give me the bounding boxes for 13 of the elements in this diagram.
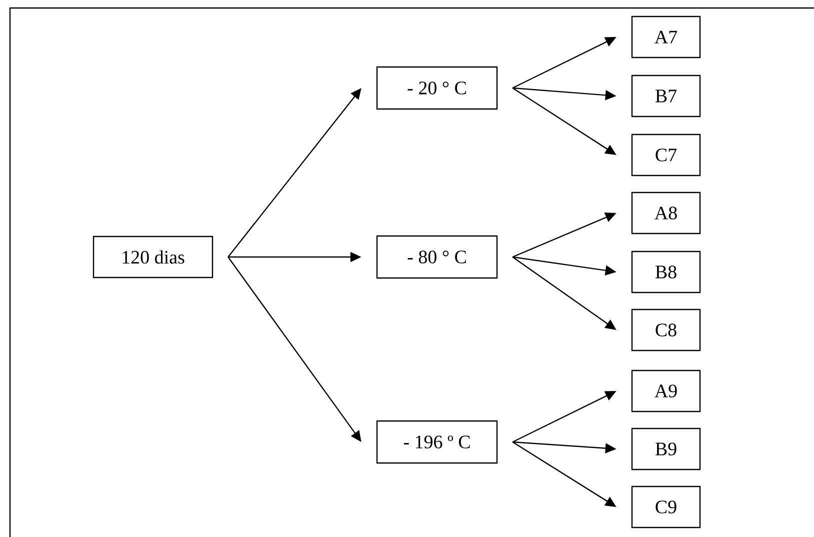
temperature-box: - 80 ° C — [376, 235, 498, 279]
label-box: A8 — [631, 192, 701, 234]
label-box: C9 — [631, 486, 701, 528]
temperature-box: - 20 ° C — [376, 66, 498, 110]
label-box: C7 — [631, 134, 701, 176]
label-box: A9 — [631, 370, 701, 412]
label-box: B8 — [631, 250, 701, 294]
label-box: B7 — [631, 74, 701, 118]
label-box: B9 — [631, 428, 701, 470]
temperature-box: - 196 º C — [376, 420, 498, 464]
label-box: C8 — [631, 308, 701, 352]
start-box: 120 dias — [92, 236, 214, 278]
label-box: A7 — [631, 16, 701, 58]
